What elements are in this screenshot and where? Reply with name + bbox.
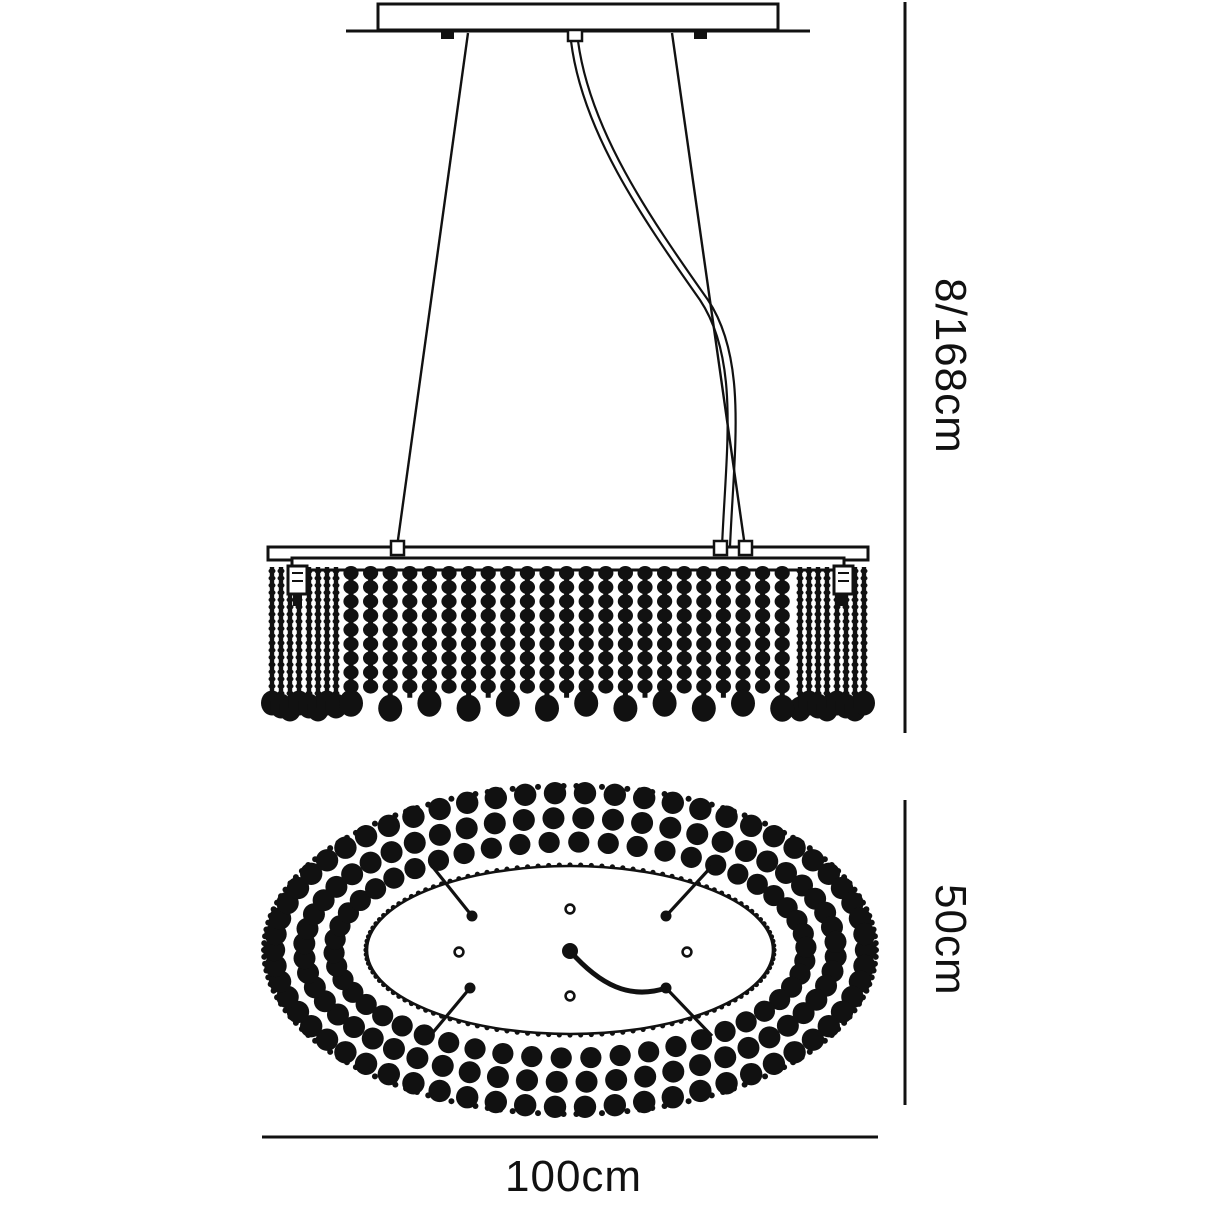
fixing-holes: [453, 903, 693, 1002]
front-elevation-view: [261, 2, 875, 722]
plate-fixing-nub: [441, 31, 454, 39]
wire-attachment: [737, 539, 754, 557]
depth-dimension-label: 50cm: [926, 884, 975, 996]
bead-strand-group: [261, 566, 875, 722]
fixture-frame-bar: [266, 539, 870, 572]
lamp-holder-left: [286, 564, 309, 606]
plan-power-cable: [562, 943, 667, 995]
wire-attachment: [389, 539, 406, 557]
cable-outlet: [566, 28, 584, 43]
wire-attachment: [712, 539, 729, 557]
suspension-wires: [395, 32, 747, 548]
bead-ring: [261, 782, 879, 1119]
ceiling-mounting-plate: [346, 2, 810, 43]
power-cable: [569, 40, 737, 548]
height-dimension-label: 8/168cm: [926, 278, 975, 454]
width-dimension-label: 100cm: [505, 1152, 643, 1201]
plan-view: [261, 782, 879, 1119]
dimension-lines: [262, 2, 907, 1139]
lamp-holder-right: [832, 564, 855, 606]
lamp-leader-lines: [428, 864, 714, 1038]
plate-fixing-nub: [694, 31, 707, 39]
